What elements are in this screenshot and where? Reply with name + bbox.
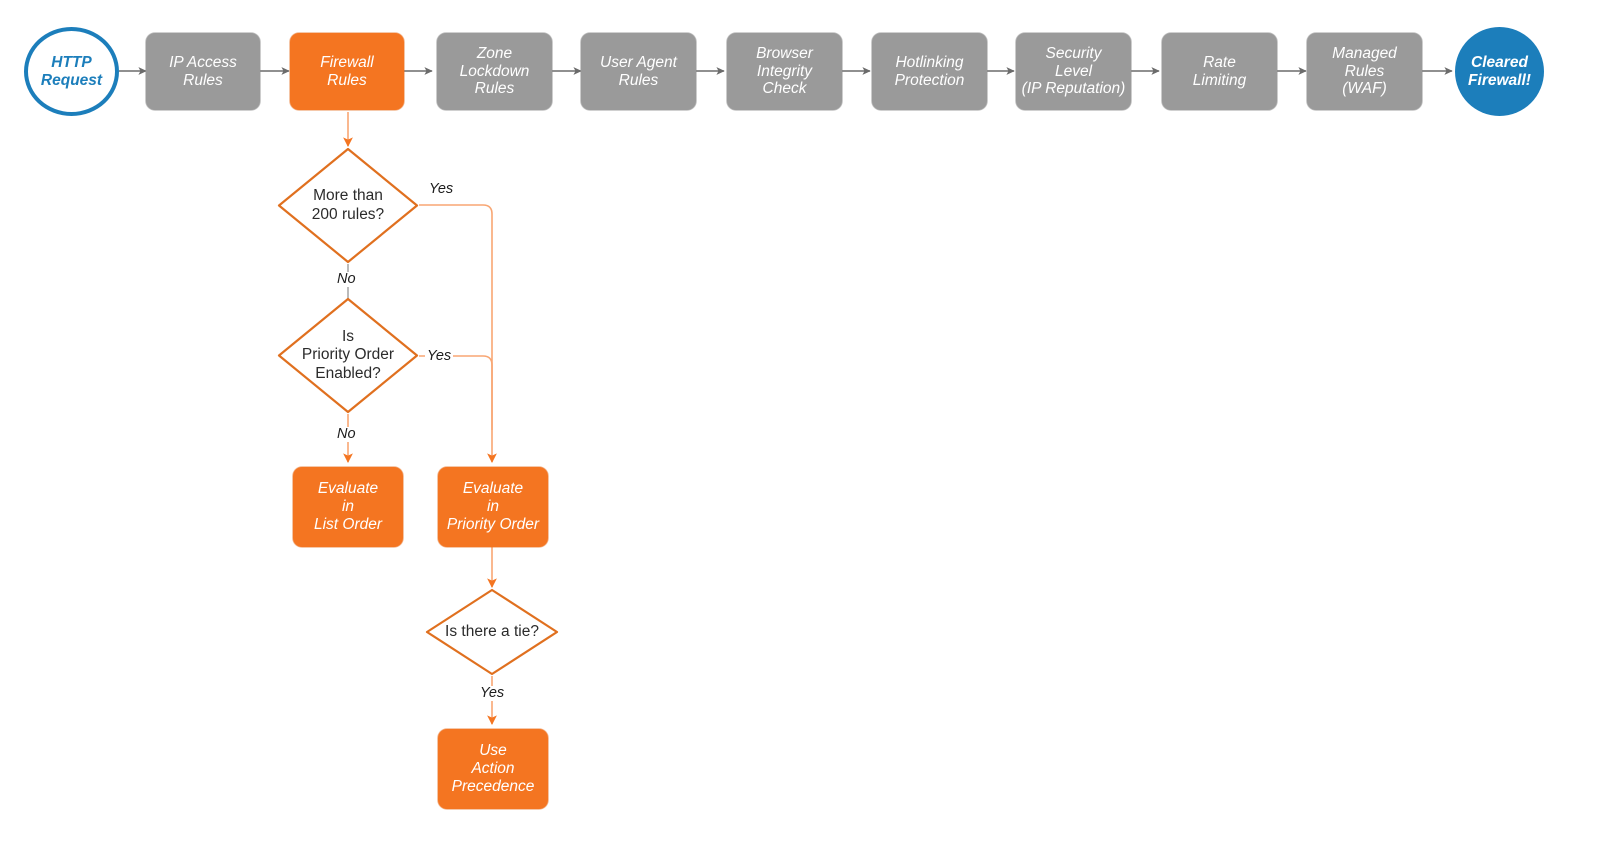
edge-label-tie-yes: Yes <box>478 685 507 701</box>
end-node-cleared-firewall[interactable]: Cleared Firewall! <box>1455 27 1544 116</box>
node-rate-limiting[interactable]: Rate Limiting <box>1162 33 1277 110</box>
edge-label-priority-order-yes: Yes <box>425 348 454 364</box>
diamond-shape <box>425 588 559 676</box>
node-evaluate-in-priority-order[interactable]: Evaluate in Priority Order <box>438 467 548 547</box>
edge-label-more-than-200-no: No <box>335 271 358 287</box>
node-user-agent-rules[interactable]: User Agent Rules <box>581 33 696 110</box>
decision-is-there-a-tie[interactable]: Is there a tie? <box>425 588 559 676</box>
node-security-level-ip-reputation[interactable]: Security Level (IP Reputation) <box>1016 33 1131 110</box>
edge-priority-order-yes <box>419 355 493 430</box>
node-firewall-rules[interactable]: Firewall Rules <box>290 33 404 110</box>
decision-is-priority-order-enabled[interactable]: Is Priority Order Enabled? <box>277 297 419 414</box>
node-hotlinking-protection[interactable]: Hotlinking Protection <box>872 33 987 110</box>
decision-label: Is Priority Order Enabled? <box>301 327 395 382</box>
node-ip-access-rules[interactable]: IP Access Rules <box>146 33 260 110</box>
decision-label: Is there a tie? <box>445 622 539 640</box>
node-zone-lockdown-rules[interactable]: Zone Lockdown Rules <box>437 33 552 110</box>
decision-more-than-200-rules[interactable]: More than 200 rules? <box>277 147 419 264</box>
node-use-action-precedence[interactable]: Use Action Precedence <box>438 729 548 809</box>
start-node-http-request[interactable]: HTTP Request <box>24 27 119 116</box>
node-managed-rules-waf[interactable]: Managed Rules (WAF) <box>1307 33 1422 110</box>
diamond-shape <box>277 147 419 264</box>
node-browser-integrity-check[interactable]: Browser Integrity Check <box>727 33 842 110</box>
edge-more-than-200-yes <box>419 204 497 463</box>
diamond-shape <box>277 297 419 414</box>
edge-label-priority-order-no: No <box>335 426 358 442</box>
node-evaluate-in-list-order[interactable]: Evaluate in List Order <box>293 467 403 547</box>
edge-label-more-than-200-yes: Yes <box>427 181 456 197</box>
decision-label: More than 200 rules? <box>311 186 385 223</box>
